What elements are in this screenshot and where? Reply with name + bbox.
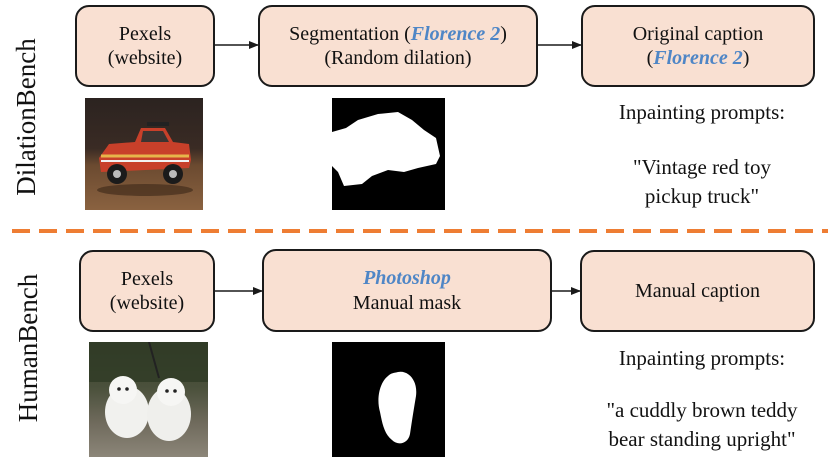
box-manual-caption: Manual caption	[580, 250, 815, 332]
box-photoshop-mask: Photoshop Manual mask	[262, 249, 552, 332]
mask-teddy-bear	[332, 342, 445, 457]
florence-model-label: Florence 2	[410, 22, 501, 45]
box-segmentation: Segmentation (Florence 2) (Random dilati…	[258, 5, 538, 87]
box-pexels-bottom-line1: Pexels	[120, 267, 174, 290]
box-pexels-bottom: Pexels (website)	[79, 250, 215, 332]
prompts-heading-bottom: Inpainting prompts:	[618, 346, 786, 370]
prompts-heading-top: Inpainting prompts:	[618, 100, 786, 124]
box-segmentation-line1: Segmentation (Florence 2)	[289, 22, 507, 45]
box-manual-caption-line1: Manual caption	[635, 279, 760, 302]
prompt-text-bottom-line2: bear standing upright"	[608, 427, 796, 451]
florence-model-label: Florence 2	[653, 47, 743, 69]
photoshop-tool-label: Photoshop	[363, 267, 451, 290]
box-pexels-bottom-line2: (website)	[109, 292, 185, 314]
box-pexels-top: Pexels (website)	[75, 5, 215, 87]
box-pexels-top-line1: Pexels	[118, 22, 172, 45]
box-original-caption-line2: (Florence 2)	[646, 47, 750, 69]
box-pexels-top-line2: (website)	[107, 47, 183, 69]
box-photoshop-mask-line2: Manual mask	[352, 291, 462, 314]
prompt-text-top-line1: "Vintage red toy	[633, 155, 771, 179]
prompt-text-top-line2: pickup truck"	[644, 184, 760, 208]
box-original-caption: Original caption (Florence 2)	[581, 5, 815, 87]
photo-toy-truck	[85, 98, 203, 210]
prompt-text-bottom-line1: "a cuddly brown teddy	[606, 398, 798, 422]
box-original-caption-line1: Original caption	[632, 22, 764, 45]
mask-toy-truck	[332, 98, 445, 210]
box-segmentation-line2: (Random dilation)	[324, 47, 472, 69]
photo-white-dogs	[89, 342, 208, 457]
